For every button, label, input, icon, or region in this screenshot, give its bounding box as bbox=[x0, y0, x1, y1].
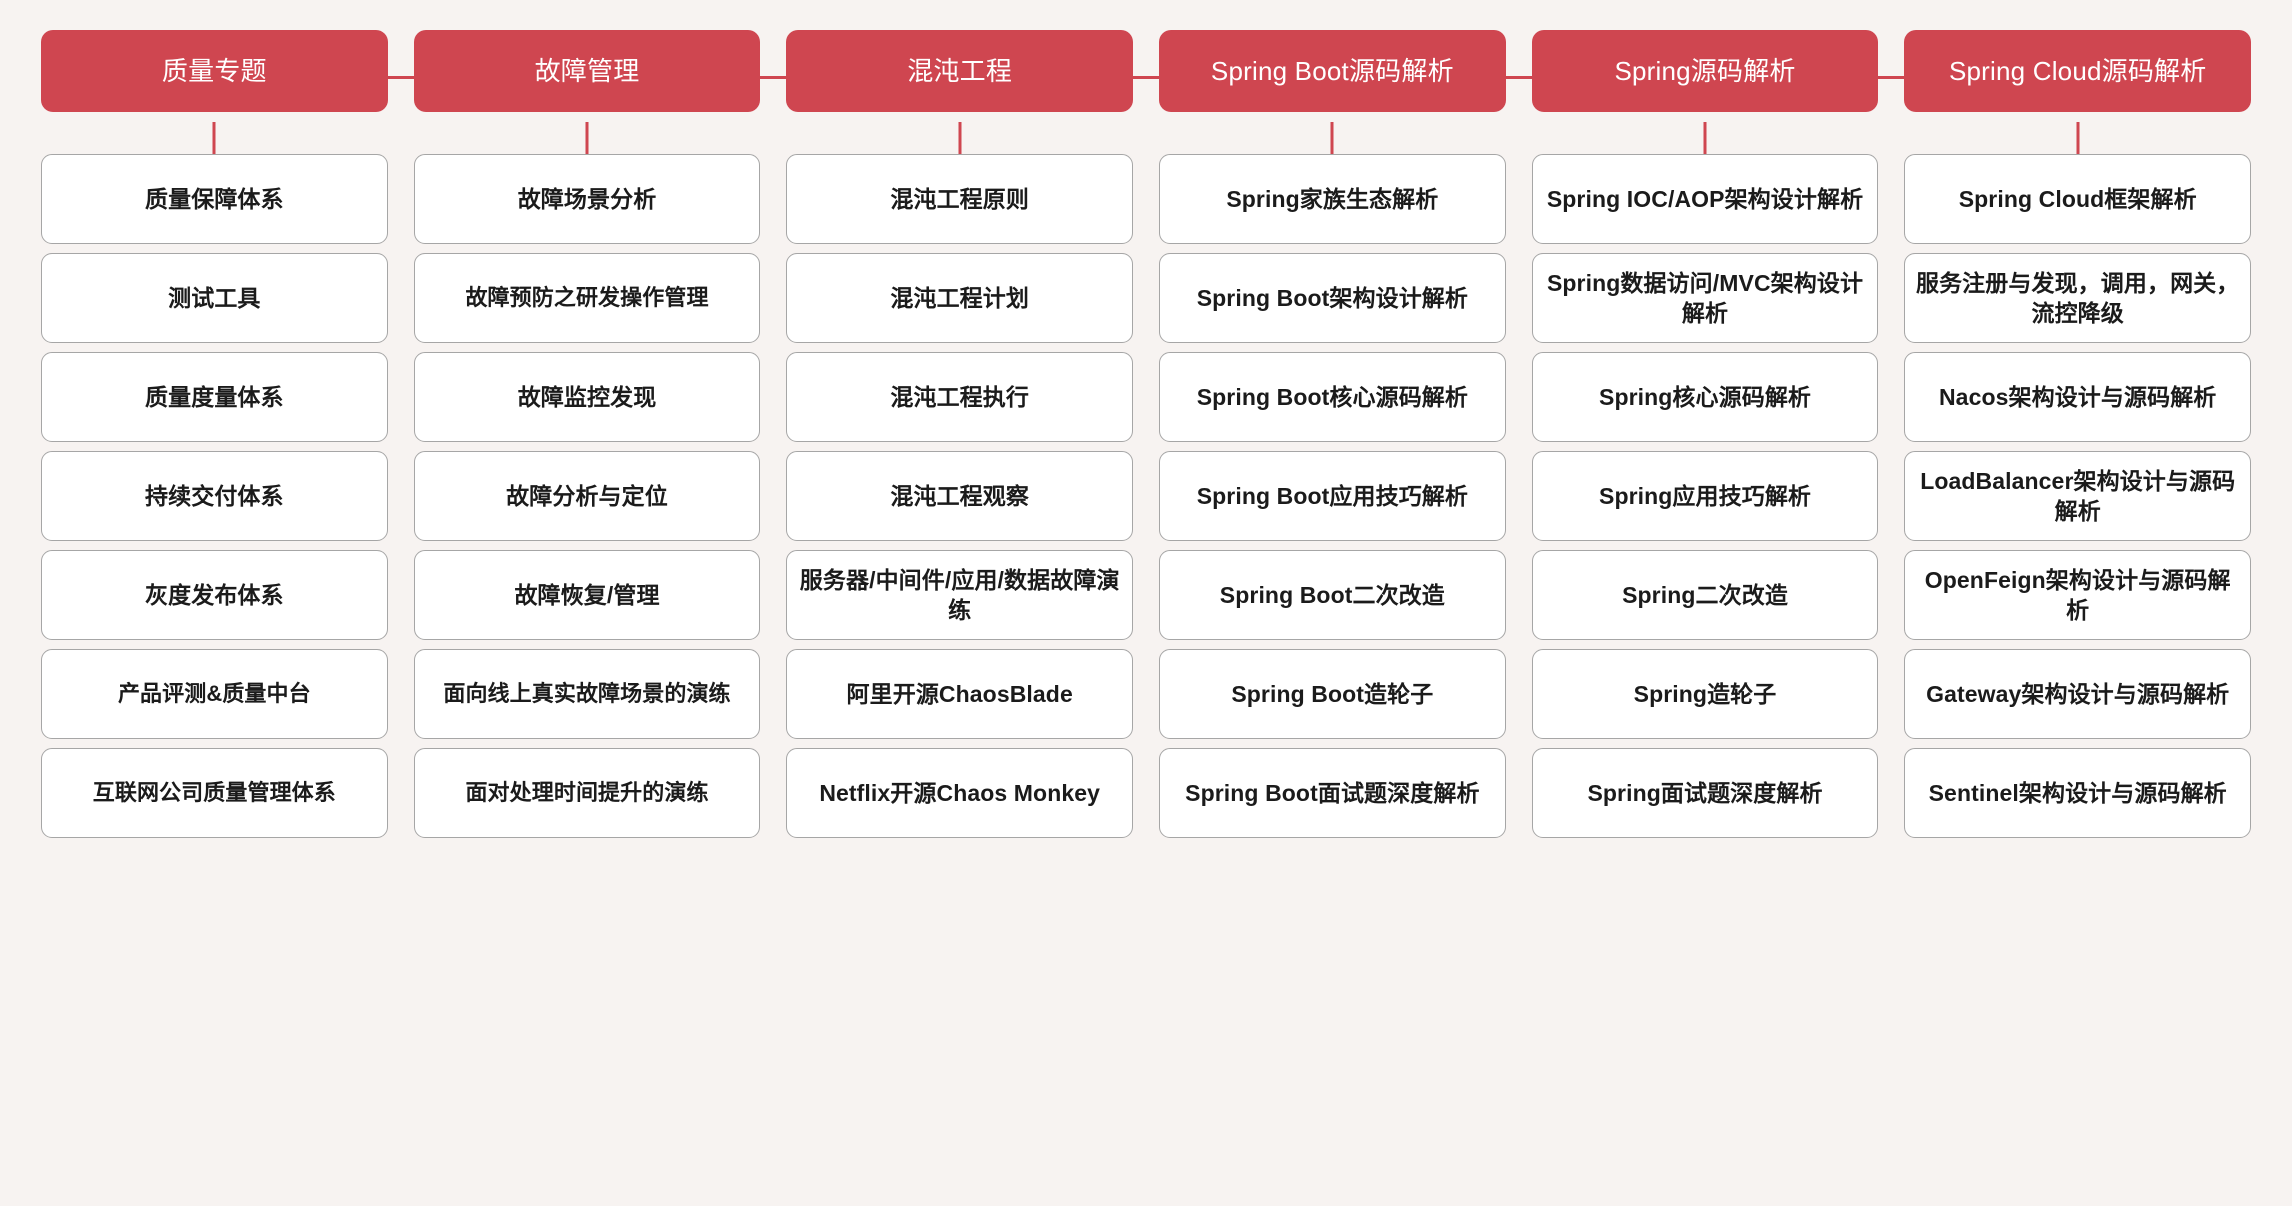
card-item[interactable]: 灰度发布体系 bbox=[41, 550, 388, 640]
column-3: 混沌工程 bbox=[786, 30, 1134, 112]
card-item[interactable]: LoadBalancer架构设计与源码解析 bbox=[1904, 451, 2252, 541]
card-list-6: Spring Cloud框架解析 服务注册与发现，调用，网关，流控降级 Naco… bbox=[1904, 154, 2252, 838]
card-item[interactable]: Spring核心源码解析 bbox=[1531, 352, 1879, 442]
column-header-2[interactable]: 故障管理 bbox=[413, 30, 761, 112]
card-item[interactable]: Spring Boot造轮子 bbox=[1159, 649, 1506, 739]
column-header-6[interactable]: Spring Cloud源码解析 bbox=[1904, 30, 2252, 112]
card-item[interactable]: 质量保障体系 bbox=[41, 154, 388, 244]
header-drop-connector-4 bbox=[1159, 122, 1506, 154]
card-item[interactable]: Spring Boot二次改造 bbox=[1159, 550, 1506, 640]
column-body-5: Spring IOC/AOP架构设计解析 Spring数据访问/MVC架构设计解… bbox=[1531, 122, 1879, 838]
header-drop-connector-2 bbox=[414, 122, 761, 154]
column-5: Spring源码解析 bbox=[1531, 30, 1879, 112]
card-item[interactable]: Spring面试题深度解析 bbox=[1531, 748, 1879, 838]
card-item[interactable]: 测试工具 bbox=[41, 253, 388, 343]
card-item[interactable]: 服务器/中间件/应用/数据故障演练 bbox=[786, 550, 1134, 640]
card-item[interactable]: 面向线上真实故障场景的演练 bbox=[413, 649, 761, 739]
card-item[interactable]: Spring Boot核心源码解析 bbox=[1159, 352, 1506, 442]
card-item[interactable]: OpenFeign架构设计与源码解析 bbox=[1904, 550, 2252, 640]
card-item[interactable]: Gateway架构设计与源码解析 bbox=[1904, 649, 2252, 739]
card-item[interactable]: Netflix开源Chaos Monkey bbox=[786, 748, 1134, 838]
card-item[interactable]: 混沌工程观察 bbox=[786, 451, 1134, 541]
card-list-4: Spring家族生态解析 Spring Boot架构设计解析 Spring Bo… bbox=[1159, 154, 1506, 838]
header-drop-connector-1 bbox=[41, 122, 388, 154]
column-6: Spring Cloud源码解析 bbox=[1904, 30, 2252, 112]
card-list-5: Spring IOC/AOP架构设计解析 Spring数据访问/MVC架构设计解… bbox=[1531, 154, 1879, 838]
card-item[interactable]: 面对处理时间提升的演练 bbox=[413, 748, 761, 838]
card-item[interactable]: 故障场景分析 bbox=[413, 154, 761, 244]
column-body-4: Spring家族生态解析 Spring Boot架构设计解析 Spring Bo… bbox=[1159, 122, 1506, 838]
card-item[interactable]: 故障分析与定位 bbox=[413, 451, 761, 541]
card-item[interactable]: 故障预防之研发操作管理 bbox=[413, 253, 761, 343]
column-body-2: 故障场景分析 故障预防之研发操作管理 故障监控发现 故障分析与定位 故障恢复/管… bbox=[413, 122, 761, 838]
card-item[interactable]: Spring Boot架构设计解析 bbox=[1159, 253, 1506, 343]
header-drop-connector-3 bbox=[786, 122, 1133, 154]
card-item[interactable]: Spring Boot面试题深度解析 bbox=[1159, 748, 1506, 838]
card-item[interactable]: 混沌工程计划 bbox=[786, 253, 1134, 343]
card-item[interactable]: Spring Boot应用技巧解析 bbox=[1159, 451, 1506, 541]
card-item[interactable]: Spring数据访问/MVC架构设计解析 bbox=[1531, 253, 1879, 343]
card-item[interactable]: Spring二次改造 bbox=[1531, 550, 1879, 640]
column-header-4[interactable]: Spring Boot源码解析 bbox=[1159, 30, 1506, 112]
header-drop-connector-5 bbox=[1532, 122, 1879, 154]
card-item[interactable]: Spring家族生态解析 bbox=[1159, 154, 1506, 244]
card-item[interactable]: 持续交付体系 bbox=[41, 451, 388, 541]
card-item[interactable]: 阿里开源ChaosBlade bbox=[786, 649, 1134, 739]
header-connector-line bbox=[258, 76, 2034, 79]
card-item[interactable]: Spring造轮子 bbox=[1531, 649, 1879, 739]
card-item[interactable]: Spring IOC/AOP架构设计解析 bbox=[1531, 154, 1879, 244]
card-item[interactable]: 产品评测&质量中台 bbox=[41, 649, 388, 739]
card-item[interactable]: 故障监控发现 bbox=[413, 352, 761, 442]
card-item[interactable]: 服务注册与发现，调用，网关，流控降级 bbox=[1904, 253, 2252, 343]
column-header-5[interactable]: Spring源码解析 bbox=[1531, 30, 1879, 112]
header-drop-connector-6 bbox=[1904, 122, 2251, 154]
column-body-3: 混沌工程原则 混沌工程计划 混沌工程执行 混沌工程观察 服务器/中间件/应用/数… bbox=[786, 122, 1134, 838]
card-item[interactable]: 质量度量体系 bbox=[41, 352, 388, 442]
card-list-1: 质量保障体系 测试工具 质量度量体系 持续交付体系 灰度发布体系 产品评测&质量… bbox=[41, 154, 388, 838]
card-item[interactable]: 互联网公司质量管理体系 bbox=[41, 748, 388, 838]
card-item[interactable]: Sentinel架构设计与源码解析 bbox=[1904, 748, 2252, 838]
card-item[interactable]: 混沌工程原则 bbox=[786, 154, 1134, 244]
card-list-2: 故障场景分析 故障预防之研发操作管理 故障监控发现 故障分析与定位 故障恢复/管… bbox=[413, 154, 761, 838]
card-grid: 质量保障体系 测试工具 质量度量体系 持续交付体系 灰度发布体系 产品评测&质量… bbox=[28, 122, 2264, 838]
card-list-3: 混沌工程原则 混沌工程计划 混沌工程执行 混沌工程观察 服务器/中间件/应用/数… bbox=[786, 154, 1134, 838]
card-item[interactable]: 故障恢复/管理 bbox=[413, 550, 761, 640]
column-1: 质量专题 bbox=[41, 30, 388, 112]
column-4: Spring Boot源码解析 bbox=[1159, 30, 1506, 112]
header-rail: 质量专题 故障管理 混沌工程 Spring Boot源码解析 Spring源码解… bbox=[28, 30, 2264, 122]
card-item[interactable]: Nacos架构设计与源码解析 bbox=[1904, 352, 2252, 442]
card-item[interactable]: Spring Cloud框架解析 bbox=[1904, 154, 2252, 244]
card-item[interactable]: 混沌工程执行 bbox=[786, 352, 1134, 442]
card-item[interactable]: Spring应用技巧解析 bbox=[1531, 451, 1879, 541]
column-body-1: 质量保障体系 测试工具 质量度量体系 持续交付体系 灰度发布体系 产品评测&质量… bbox=[41, 122, 388, 838]
column-2: 故障管理 bbox=[413, 30, 761, 112]
column-body-6: Spring Cloud框架解析 服务注册与发现，调用，网关，流控降级 Naco… bbox=[1904, 122, 2252, 838]
column-header-3[interactable]: 混沌工程 bbox=[786, 30, 1134, 112]
column-header-1[interactable]: 质量专题 bbox=[41, 30, 388, 112]
